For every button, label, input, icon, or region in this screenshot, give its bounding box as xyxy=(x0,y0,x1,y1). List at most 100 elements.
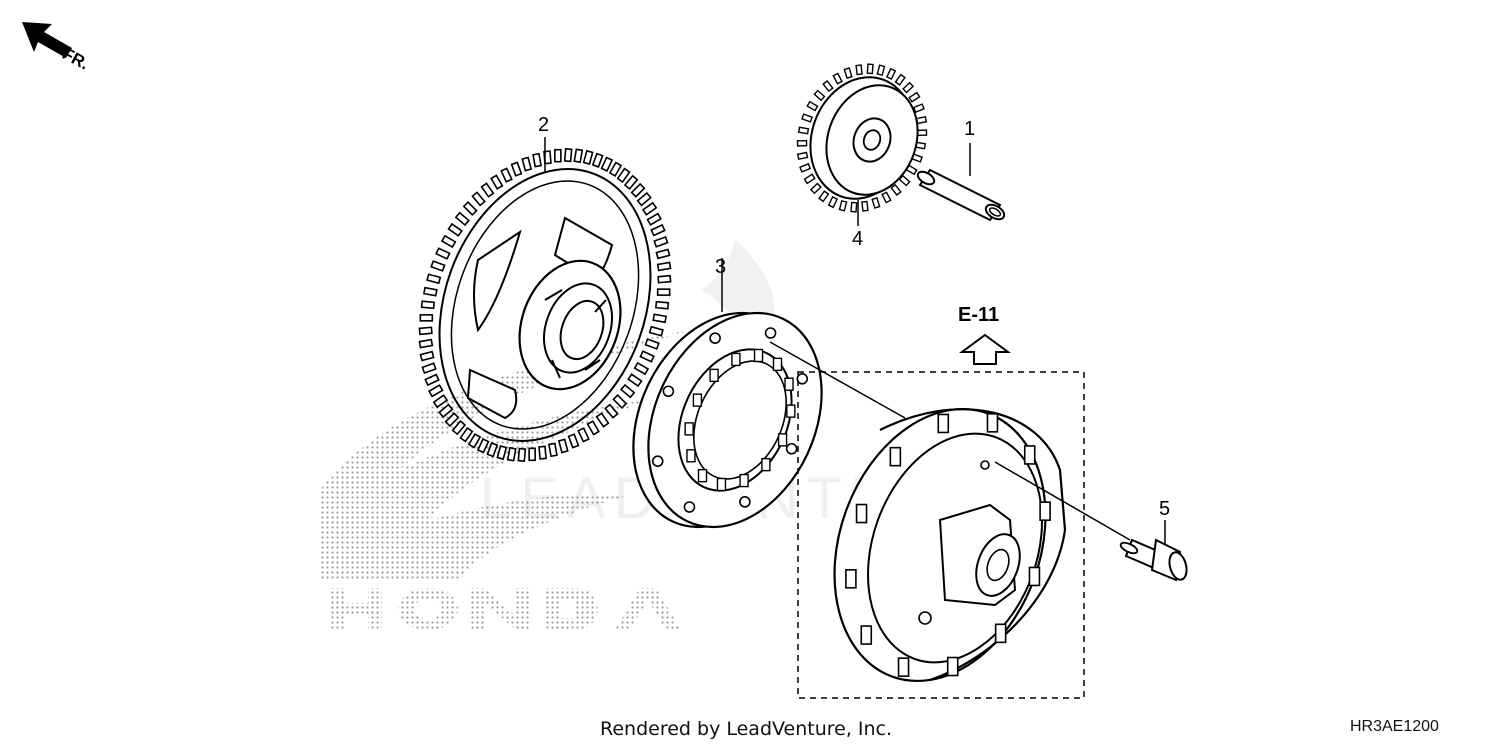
rotor-magnet xyxy=(860,625,873,645)
rotor-magnet xyxy=(946,656,959,677)
gear-tooth xyxy=(822,80,834,93)
gear-tooth xyxy=(881,191,892,204)
gear-tooth xyxy=(510,161,523,177)
clutch-roller xyxy=(784,377,794,391)
rotor-magnet xyxy=(986,413,999,433)
reference-label[interactable]: E-11 xyxy=(958,304,1000,326)
gear-tooth xyxy=(528,447,536,462)
bolt-hole xyxy=(662,385,675,398)
gear-tooth xyxy=(444,412,460,428)
clutch-roller xyxy=(761,457,771,472)
gear-tooth xyxy=(818,190,830,203)
gear-tooth xyxy=(619,383,636,399)
gear-tooth xyxy=(451,419,467,436)
gear-tooth xyxy=(532,152,542,168)
pin[interactable] xyxy=(916,168,1007,222)
gear-tooth xyxy=(871,197,881,209)
rotor-magnet xyxy=(994,623,1007,644)
flywheel-rotor xyxy=(833,407,1067,683)
gear-tooth xyxy=(630,182,646,198)
clutch-roller xyxy=(697,468,708,483)
gear-tooth xyxy=(799,162,812,173)
gear-tooth xyxy=(832,72,843,85)
gear-tooth xyxy=(656,288,671,296)
gear-tooth xyxy=(467,432,482,449)
gear-tooth xyxy=(612,394,628,409)
gear-tooth xyxy=(838,199,848,212)
gear-tooth xyxy=(639,350,655,363)
gear-tooth xyxy=(657,274,672,284)
gear-tooth xyxy=(538,445,547,460)
clutch-roller xyxy=(716,477,727,492)
gear-tooth xyxy=(908,91,921,103)
gear-tooth xyxy=(796,151,809,161)
clutch-roller xyxy=(684,422,694,436)
gear-tooth xyxy=(633,361,650,376)
callout-4[interactable]: 4 xyxy=(852,228,864,250)
front-direction-arrow-icon xyxy=(22,22,72,58)
gear-tooth xyxy=(432,394,449,409)
gear-tooth xyxy=(894,73,906,86)
callout-3[interactable]: 3 xyxy=(715,256,727,278)
gear-tooth xyxy=(424,373,440,387)
gear-tooth xyxy=(554,148,562,163)
clutch-roller xyxy=(692,393,703,407)
gear-tooth xyxy=(616,167,631,184)
gear-tooth xyxy=(440,234,457,249)
clutch-roller xyxy=(739,473,749,488)
gear-tooth xyxy=(890,183,902,196)
callout-5[interactable]: 5 xyxy=(1159,498,1171,520)
flange-bolt[interactable] xyxy=(1119,538,1189,582)
clutch-roller xyxy=(772,357,783,372)
rotor-magnet xyxy=(897,657,910,677)
gear-tooth xyxy=(655,248,671,260)
gear-tooth xyxy=(850,201,858,213)
clutch-roller xyxy=(686,449,696,463)
gear-tooth xyxy=(421,362,437,375)
gear-tooth xyxy=(422,286,438,297)
gear-tooth xyxy=(480,182,495,198)
rotor-magnet xyxy=(855,503,868,524)
gear-tooth xyxy=(902,81,915,94)
gear-tooth xyxy=(653,235,669,248)
gear-tooth xyxy=(636,191,652,207)
rotor-magnet xyxy=(1039,501,1051,521)
clutch-roller xyxy=(786,404,796,418)
gear-tooth xyxy=(573,148,584,164)
gear-tooth xyxy=(912,103,925,114)
gear-tooth xyxy=(471,191,486,207)
gear-tooth xyxy=(591,152,604,168)
gear-tooth xyxy=(797,126,810,135)
gear-tooth xyxy=(521,156,533,172)
gear-tooth xyxy=(604,403,619,419)
clutch-roller xyxy=(731,352,741,367)
rotor-magnet xyxy=(1028,566,1041,587)
gear-tooth xyxy=(506,446,517,462)
gear-tooth xyxy=(600,156,614,173)
rotor-magnet xyxy=(937,413,950,434)
gear-tooth xyxy=(801,113,814,123)
reference-up-arrow-icon xyxy=(958,333,1012,365)
reference-dashed-box xyxy=(797,371,1085,699)
gear-tooth xyxy=(438,403,454,419)
gear-tooth xyxy=(476,437,490,454)
bolt-hole xyxy=(651,455,664,468)
gear-tooth xyxy=(586,420,600,436)
gear-tooth xyxy=(517,447,527,462)
starter-driven-gear[interactable] xyxy=(403,139,687,471)
gear-tooth xyxy=(608,161,623,178)
gear-tooth xyxy=(419,314,434,322)
gear-tooth xyxy=(916,129,928,137)
idle-gear[interactable] xyxy=(794,63,933,214)
callout-1[interactable]: 1 xyxy=(964,118,976,140)
clutch-roller xyxy=(777,433,788,447)
callout-2[interactable]: 2 xyxy=(538,114,550,136)
gear-tooth xyxy=(843,67,853,79)
one-way-clutch[interactable] xyxy=(600,285,855,556)
gear-tooth xyxy=(650,223,666,237)
gear-tooth xyxy=(803,173,816,185)
bolt-hole xyxy=(796,372,809,385)
leader-lines xyxy=(544,137,1166,545)
gear-tooth xyxy=(419,350,435,362)
gear-tooth xyxy=(644,338,660,350)
